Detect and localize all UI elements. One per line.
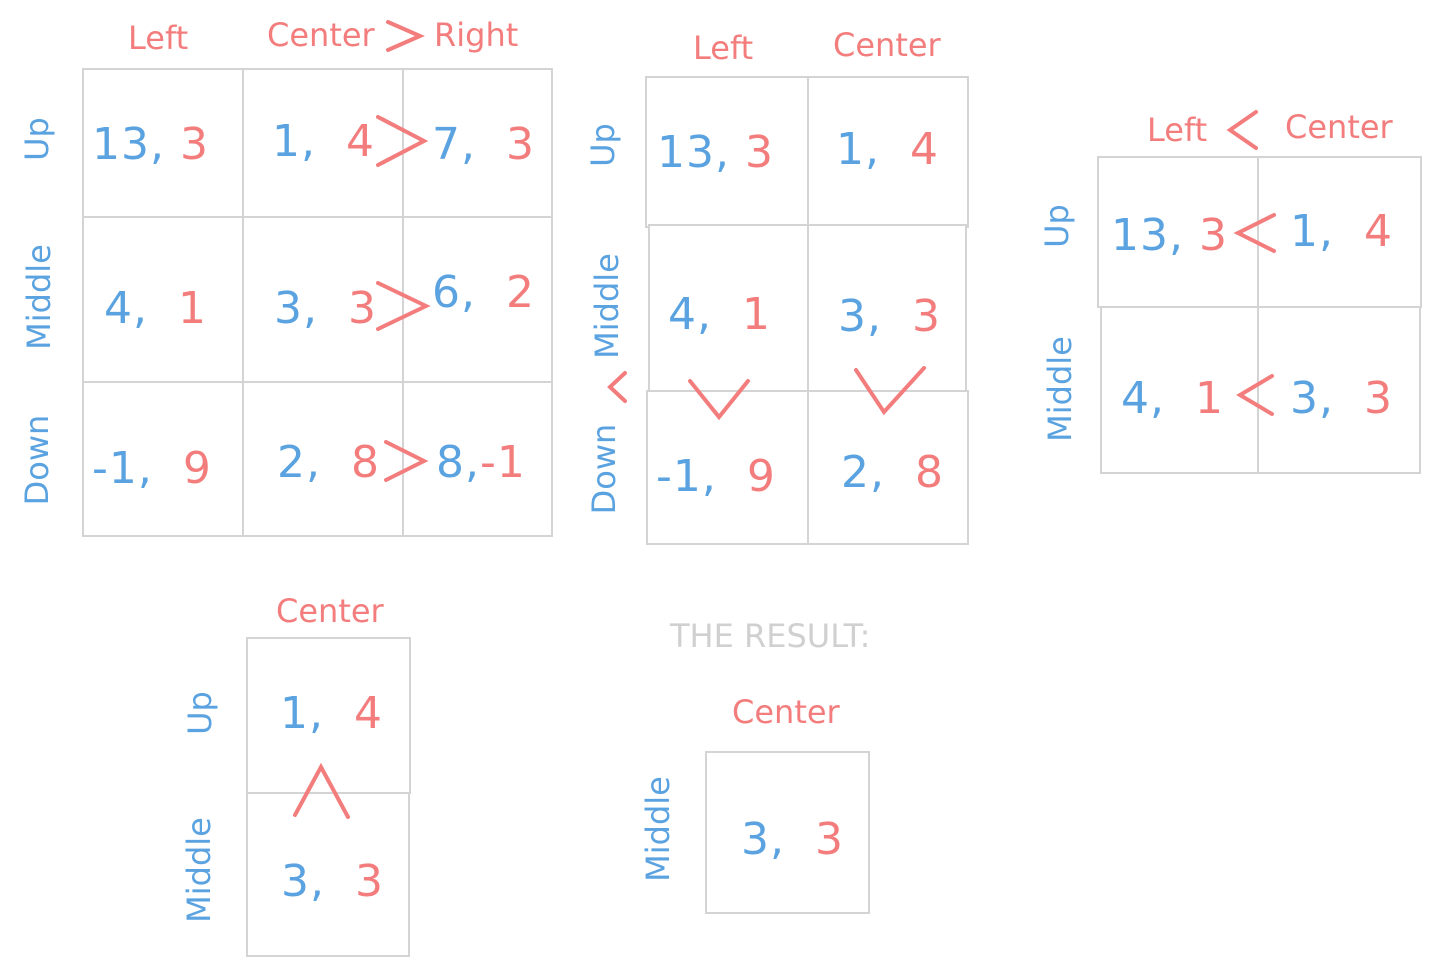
cell-middle-center [807, 224, 967, 392]
payoff-middle-center: 3, 3 [838, 291, 941, 342]
payoff-up-left: 13, 3 [92, 119, 209, 170]
col-label-center: Center [276, 592, 384, 630]
payoff-down-left: -1, 9 [92, 443, 212, 494]
dominance-arrow-down [384, 440, 429, 482]
dominance-arrow-left-col [688, 379, 750, 421]
payoff-up-left: 13, 3 [1111, 210, 1228, 261]
col-label-right: Right [434, 16, 519, 54]
dominance-arrow-header [1226, 110, 1258, 150]
payoff-down-center: 2, 8 [841, 447, 944, 498]
payoff-up-center: 1, 4 [836, 124, 939, 175]
cell-up-center [242, 68, 404, 218]
cell-down-left [646, 390, 809, 545]
payoff-down-right: 8,-1 [436, 437, 526, 488]
cell-up-left [1097, 156, 1259, 308]
col-label-left: Left [128, 19, 189, 57]
payoff-down-left: -1, 9 [656, 451, 776, 502]
col-label-center: Center [1285, 108, 1393, 146]
payoff-middle-center: 3, 3 [281, 856, 384, 907]
col-label-left: Left [1147, 111, 1208, 149]
payoff-middle-center: 3, 3 [1290, 373, 1393, 424]
cell-down-right [402, 381, 553, 537]
dominance-arrow-center-col [854, 366, 926, 416]
cell-middle-left [648, 224, 809, 392]
col-label-center: Center [267, 16, 375, 54]
col-label-center: Center [732, 693, 840, 731]
dominance-arrow-middle [1236, 374, 1274, 416]
dominance-arrow-up [376, 115, 429, 167]
payoff-middle-left: 4, 1 [104, 283, 207, 334]
cell-middle-right [402, 216, 553, 383]
cell-down-left [82, 381, 244, 537]
dominance-arrow-header [386, 20, 425, 52]
cell-up-center [807, 76, 969, 228]
payoff-up-center: 1, 4 [280, 688, 383, 739]
dominance-arrow-up-col [293, 762, 350, 819]
result-title: THE RESULT: [670, 617, 871, 655]
payoff-up-center: 1, 4 [1290, 206, 1393, 257]
dominance-arrow-middle [376, 281, 431, 331]
cell-up-center [246, 637, 411, 794]
cell-down-center [242, 381, 404, 537]
col-label-center: Center [833, 26, 941, 64]
payoff-middle-center: 3, 3 [274, 283, 377, 334]
dominance-arrow-row-header [607, 371, 627, 403]
payoff-down-center: 2, 8 [277, 437, 380, 488]
dominance-arrow-up [1233, 213, 1276, 253]
payoff-up-right: 7, 3 [432, 119, 535, 170]
cell-middle-center [246, 792, 410, 957]
cell-middle-left [82, 216, 244, 383]
result-payoff: 3, 3 [741, 814, 844, 865]
col-label-left: Left [693, 29, 754, 67]
payoff-middle-left: 4, 1 [668, 289, 771, 340]
cell-middle-center [1257, 306, 1421, 474]
payoff-middle-left: 4, 1 [1121, 373, 1224, 424]
payoff-up-left: 13, 3 [657, 127, 774, 178]
cell-middle-left [1100, 306, 1259, 474]
payoff-middle-right: 6, 2 [432, 267, 535, 318]
payoff-up-center: 1, 4 [272, 116, 375, 167]
cell-down-center [807, 390, 969, 545]
result-cell [705, 751, 870, 914]
